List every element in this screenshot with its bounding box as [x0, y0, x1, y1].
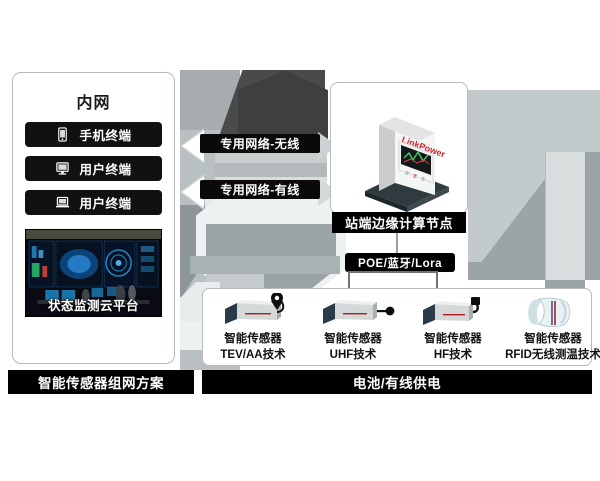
- laptop-icon: [55, 195, 70, 210]
- sensor-item-rfid[interactable]: 智能传感器 RFID无线测温技术: [503, 289, 600, 365]
- background-strip: [190, 256, 340, 274]
- intranet-panel-title: 内网: [76, 95, 111, 112]
- sensor-uhf-icon: [303, 293, 403, 329]
- sensor-label-line2: UHF技术: [329, 349, 377, 361]
- terminal-item-laptop[interactable]: 用户终端: [25, 190, 162, 215]
- connector-left-drop: [348, 272, 350, 288]
- substation-pillar-shade: [585, 152, 600, 280]
- sensor-item-hf[interactable]: 智能传感器 HF技术: [403, 289, 503, 365]
- network-link-wired-label: 专用网络-有线: [200, 180, 320, 199]
- sensor-item-uhf[interactable]: 智能传感器 UHF技术: [303, 289, 403, 365]
- sensor-label-line1: 智能传感器: [524, 333, 582, 345]
- sensor-label-line2: TEV/AA技术: [220, 349, 286, 361]
- terminal-item-desktop[interactable]: 用户终端: [25, 156, 162, 181]
- power-banner: 电池/有线供电: [202, 370, 592, 394]
- sensor-rfid-icon: [503, 293, 600, 329]
- terminal-label-mobile: 手机终端: [79, 129, 132, 143]
- control-room-illustration: [26, 230, 161, 316]
- connector-stem: [396, 233, 398, 253]
- edge-node-device-icon: LinkPower: [365, 117, 449, 212]
- solution-banner: 智能传感器组网方案: [8, 370, 194, 394]
- background-band-2: [215, 163, 327, 177]
- sensor-label-line1: 智能传感器: [324, 333, 382, 345]
- protocol-label: POE/蓝牙/Lora: [345, 253, 455, 272]
- terminal-item-mobile[interactable]: 手机终端: [25, 122, 162, 147]
- sensor-label-line1: 智能传感器: [224, 333, 282, 345]
- sensor-item-tev[interactable]: 智能传感器 TEV/AA技术: [203, 289, 303, 365]
- sensor-label-line2: HF技术: [433, 349, 473, 361]
- sensor-label-line2: RFID无线测温技术: [505, 349, 600, 361]
- intranet-panel: 内网 手机终端 用户终端: [12, 72, 175, 364]
- arrow-left-wireless-icon: [182, 130, 204, 162]
- cloud-platform-image: 状态监测云平台: [25, 229, 162, 317]
- connector-right-drop: [436, 272, 438, 288]
- sensor-hf-icon: [403, 293, 503, 329]
- cloud-platform-caption: 状态监测云平台: [47, 299, 139, 313]
- arrow-left-wired-icon: [182, 176, 204, 208]
- desktop-monitor-icon: [55, 161, 70, 176]
- mobile-phone-icon: [55, 127, 70, 142]
- sensor-card: 智能传感器 TEV/AA技术 智能传感器 UHF技术: [202, 288, 600, 366]
- terminal-label-desktop: 用户终端: [79, 163, 132, 177]
- sensor-tev-icon: [203, 293, 303, 329]
- edge-node-card: LinkPower: [330, 82, 468, 214]
- network-link-wireless-label: 专用网络-无线: [200, 134, 320, 153]
- edge-node-caption: 站端边缘计算节点: [332, 212, 466, 233]
- connector-horizontal: [348, 271, 438, 273]
- sensor-label-line1: 智能传感器: [424, 333, 482, 345]
- substation-pillar: [545, 152, 586, 280]
- terminal-label-laptop: 用户终端: [79, 197, 132, 211]
